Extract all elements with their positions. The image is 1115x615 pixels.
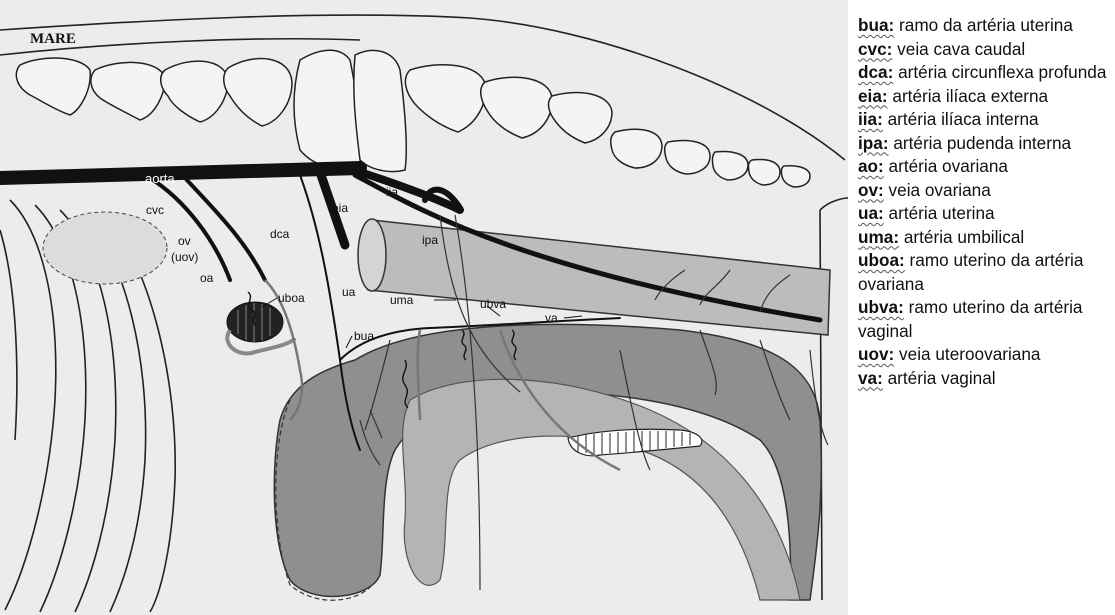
legend-abbreviation: ua: <box>858 203 884 223</box>
label-ipa: ipa <box>422 233 438 247</box>
aorta-vessel <box>0 168 360 178</box>
legend-abbreviation: dca: <box>858 62 893 82</box>
legend-entry: ubva: ramo uterino da artéria vaginal <box>858 296 1113 343</box>
legend-abbreviation: uma: <box>858 227 899 247</box>
legend-abbreviation: ov: <box>858 180 884 200</box>
label-bua: bua <box>354 329 374 343</box>
label-ov: ov <box>178 234 191 248</box>
legend-entry: va: artéria vaginal <box>858 367 1113 391</box>
legend-entry: ov: veia ovariana <box>858 179 1113 203</box>
legend-abbreviation: iia: <box>858 109 883 129</box>
legend-description: veia uteroovariana <box>894 344 1040 364</box>
label-iia: iia <box>386 185 398 199</box>
legend-abbreviation: ipa: <box>858 133 889 153</box>
label-aorta: aorta <box>145 171 175 186</box>
label-dca: dca <box>270 227 290 241</box>
legend-description: artéria ilíaca externa <box>888 86 1049 106</box>
figure-title: MARE <box>30 31 76 47</box>
kidney-shape <box>43 212 167 284</box>
legend-entry: uma: artéria umbilical <box>858 226 1113 250</box>
legend-abbreviation: va: <box>858 368 883 388</box>
legend-entry: uov: veia uteroovariana <box>858 343 1113 367</box>
legend-abbreviation: uboa: <box>858 250 905 270</box>
legend-abbreviation: uov: <box>858 344 894 364</box>
uterus <box>274 324 821 600</box>
legend-entry: bua: ramo da artéria uterina <box>858 14 1113 38</box>
label-uboa: uboa <box>278 291 305 305</box>
legend-description: artéria umbilical <box>899 227 1024 247</box>
label-ubva: ubva <box>480 297 506 311</box>
anatomy-figure: MARE aorta cvc ov (uov) oa uboa dca eia … <box>0 0 848 615</box>
anatomy-drawing: MARE aorta cvc ov (uov) oa uboa dca eia … <box>0 0 848 615</box>
legend-entry: cvc: veia cava caudal <box>858 38 1113 62</box>
legend-description: artéria circunflexa profunda <box>893 62 1106 82</box>
label-cvc: cvc <box>146 203 164 217</box>
label-uma: uma <box>390 293 414 307</box>
legend-description: veia cava caudal <box>892 39 1025 59</box>
label-uov: (uov) <box>171 250 198 264</box>
label-oa: oa <box>200 271 214 285</box>
legend-entry: uboa: ramo uterino da artéria ovariana <box>858 249 1113 296</box>
legend-abbreviation: eia: <box>858 86 888 106</box>
legend-description: artéria ilíaca interna <box>883 109 1039 129</box>
label-eia: eia <box>332 201 348 215</box>
legend-description: veia ovariana <box>884 180 991 200</box>
legend-description: artéria vaginal <box>883 368 996 388</box>
legend-entry: dca: artéria circunflexa profunda <box>858 61 1113 85</box>
legend-abbreviation: cvc: <box>858 39 892 59</box>
legend-entry: ua: artéria uterina <box>858 202 1113 226</box>
legend-description: artéria pudenda interna <box>889 133 1072 153</box>
legend-abbreviation: bua: <box>858 15 894 35</box>
legend-abbreviation: ubva: <box>858 297 904 317</box>
vertebrae <box>16 50 810 187</box>
legend-entry: ao: artéria ovariana <box>858 155 1113 179</box>
legend-entry: eia: artéria ilíaca externa <box>858 85 1113 109</box>
label-va: va <box>545 311 558 325</box>
legend-description: ramo da artéria uterina <box>894 15 1073 35</box>
legend-description: artéria ovariana <box>884 156 1008 176</box>
legend-entry: ipa: artéria pudenda interna <box>858 132 1113 156</box>
legend-description: artéria uterina <box>884 203 995 223</box>
legend-abbreviation: ao: <box>858 156 884 176</box>
label-ua: ua <box>342 285 356 299</box>
legend-entry: iia: artéria ilíaca interna <box>858 108 1113 132</box>
